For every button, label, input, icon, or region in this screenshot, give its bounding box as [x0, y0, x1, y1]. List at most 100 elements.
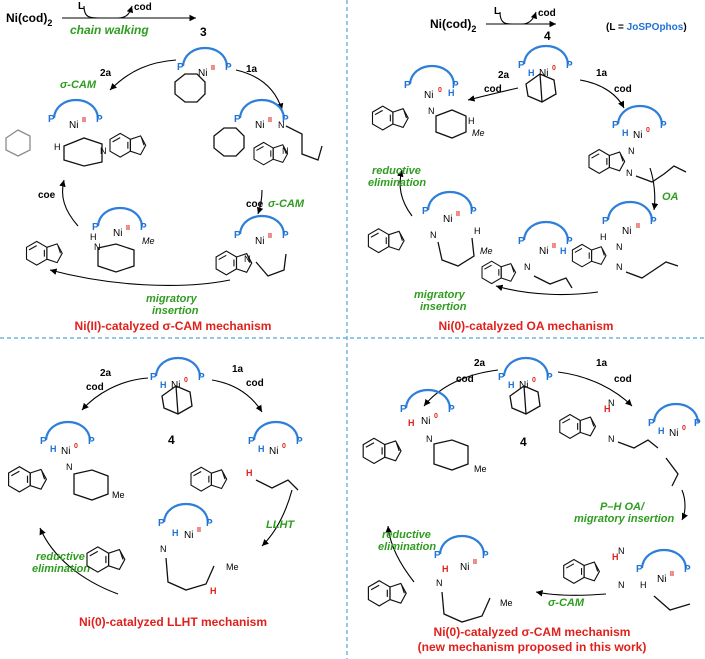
q2-migratory: migratory [414, 289, 466, 301]
q1-migratory: migratory [146, 293, 198, 305]
svg-text:H: H [408, 418, 415, 428]
q3-arrow-top-left [81, 377, 149, 411]
svg-text:0: 0 [682, 425, 686, 432]
q4-caption-sub: (new mechanism proposed in this work) [418, 640, 647, 654]
q4-complex-4: P H P Ni 0 [498, 356, 553, 415]
q2-cod-left: cod [484, 84, 502, 95]
svg-text:H: H [246, 468, 253, 478]
svg-text:N: N [616, 262, 623, 272]
q2-complex-right: P H P Ni 0 N N [588, 104, 687, 183]
q4-complex-right: P H P Ni 0 [648, 402, 701, 487]
q2-arrow-top-right [579, 79, 625, 109]
q2-2a: 2a [498, 70, 510, 81]
q1-coe-right: coe [246, 199, 264, 210]
svg-text:II: II [473, 559, 477, 566]
svg-text:Ni: Ni [69, 120, 78, 131]
q4-migratory-insertion: migratory insertion [574, 513, 675, 525]
q4-arrow-right [681, 489, 688, 521]
svg-text:H: H [604, 404, 611, 414]
q2-panel: Ni(cod)2 L cod 4 (L = JoSPOphos) P H P N… [367, 6, 687, 333]
q2-arrow-right [649, 167, 659, 211]
svg-text:Ni: Ni [421, 416, 430, 427]
q3-cod-left: cod [86, 382, 104, 393]
svg-text:Ni: Ni [184, 530, 193, 541]
q4-complex-left: P P H Ni 0 N Me [362, 388, 487, 474]
svg-text:P: P [296, 436, 303, 447]
svg-text:Ni: Ni [61, 446, 70, 457]
svg-text:H: H [640, 580, 647, 590]
q2-insertion: insertion [420, 301, 467, 313]
q3-cod-right: cod [246, 378, 264, 389]
svg-text:Ni: Ni [657, 574, 666, 585]
q1-scam-right: σ-CAM [268, 198, 305, 210]
q1-ni-cod: Ni(cod)2 [6, 11, 52, 28]
svg-text:N: N [616, 242, 623, 252]
svg-text:H: H [448, 88, 455, 98]
q1-insertion: insertion [152, 305, 199, 317]
q1-L-label: L [78, 1, 84, 12]
q2-reductive: reductive [372, 165, 421, 177]
q4-scam: σ-CAM [548, 597, 585, 609]
svg-text:0: 0 [552, 65, 556, 72]
svg-text:0: 0 [438, 87, 442, 94]
q3-complex-right: P H P Ni 0 H [190, 420, 303, 492]
svg-text:P: P [422, 206, 429, 217]
svg-text:Ni: Ni [460, 562, 469, 573]
svg-text:P: P [140, 222, 147, 233]
svg-text:Ni: Ni [443, 214, 452, 225]
q1-compound-3: 3 [200, 25, 207, 39]
svg-text:P: P [400, 404, 407, 415]
svg-text:N: N [428, 106, 435, 116]
svg-text:H: H [468, 116, 475, 126]
svg-text:P: P [96, 114, 103, 125]
svg-text:Me: Me [472, 128, 485, 138]
svg-text:P: P [282, 114, 289, 125]
q1-L-curve [83, 5, 101, 19]
q2-cod-right: cod [614, 84, 632, 95]
q3-complex-left: P H P Ni 0 N Me [8, 420, 125, 501]
svg-text:P: P [612, 120, 619, 131]
svg-text:N: N [426, 434, 433, 444]
q4-cod-right: cod [614, 374, 632, 385]
q4-compound-4: 4 [520, 435, 527, 449]
svg-text:P: P [648, 418, 655, 429]
q1-complex-bottom-left: P P Ni II H Me N [25, 206, 155, 273]
q3-elimination: elimination [32, 563, 90, 575]
svg-text:Ni: Ni [539, 68, 548, 79]
svg-text:0: 0 [74, 443, 78, 450]
svg-text:H: H [622, 128, 629, 138]
svg-text:H: H [258, 444, 265, 454]
q4-arrow-bottom [535, 590, 607, 597]
q1-caption: Ni(II)-catalyzed σ-CAM mechanism [75, 319, 272, 333]
svg-text:H: H [508, 380, 515, 390]
q2-complex-4: P H P Ni 0 [518, 44, 573, 103]
svg-text:N: N [618, 580, 625, 590]
svg-text:Ni: Ni [255, 236, 264, 247]
svg-text:H: H [50, 444, 57, 454]
svg-text:N: N [608, 398, 615, 408]
q4-substrate: H N N [559, 398, 659, 449]
q1-arrow-top-right [235, 69, 284, 111]
svg-text:P: P [518, 236, 525, 247]
svg-text:H: H [160, 380, 167, 390]
svg-text:P: P [225, 62, 232, 73]
svg-text:0: 0 [646, 127, 650, 134]
q1-complex-3: P P Ni II [174, 46, 232, 103]
svg-text:P: P [650, 216, 657, 227]
q1-complex-left: P P Ni II H N [5, 98, 147, 167]
svg-text:P: P [177, 62, 184, 73]
svg-text:0: 0 [434, 413, 438, 420]
q3-reductive: reductive [36, 551, 85, 563]
q3-caption: Ni(0)-catalyzed LLHT mechanism [79, 615, 267, 629]
svg-text:II: II [126, 225, 130, 232]
svg-text:P: P [636, 564, 643, 575]
svg-text:Ni: Ni [269, 446, 278, 457]
svg-text:II: II [197, 527, 201, 534]
svg-text:II: II [670, 571, 674, 578]
svg-text:P: P [498, 372, 505, 383]
q4-ph-oa: P–H OA/ [600, 501, 646, 513]
svg-text:H: H [528, 68, 535, 78]
svg-text:P: P [694, 418, 701, 429]
q3-compound-4: 4 [168, 433, 175, 447]
